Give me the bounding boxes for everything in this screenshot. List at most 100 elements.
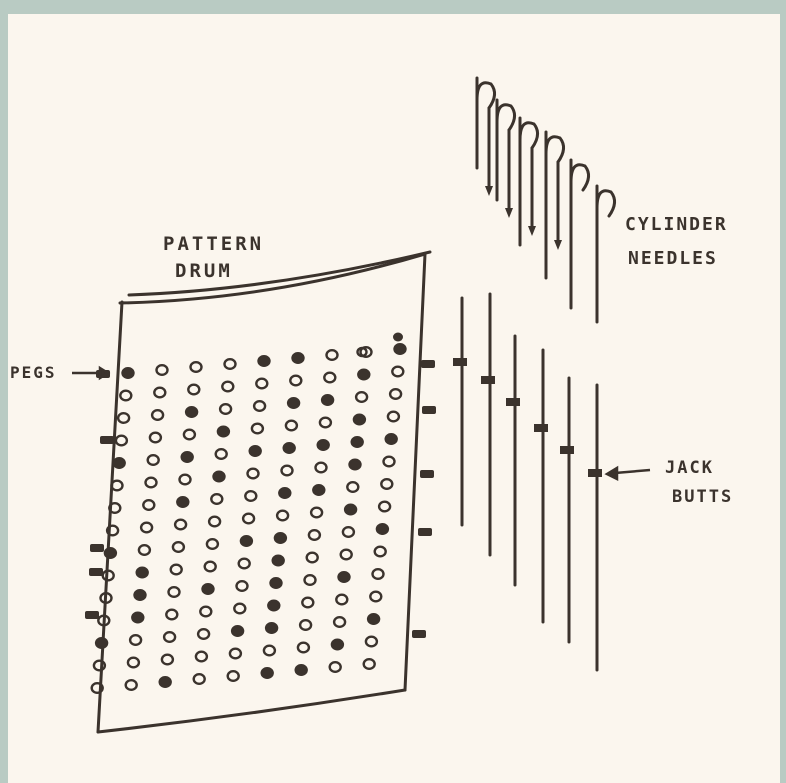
peg — [300, 620, 311, 630]
pattern-label-line1: PATTERN — [163, 233, 264, 255]
peg — [334, 617, 345, 627]
peg — [336, 595, 347, 605]
peg — [311, 508, 322, 518]
pegs-label: PEGS — [10, 363, 57, 382]
peg — [252, 424, 263, 434]
drum-left-edge — [98, 302, 122, 732]
peg — [262, 668, 273, 678]
butts-label-line2: BUTTS — [672, 487, 733, 507]
jack-butt — [453, 358, 467, 366]
peg — [218, 427, 229, 437]
peg — [198, 629, 209, 639]
peg — [388, 412, 399, 422]
peg — [341, 550, 352, 560]
peg — [180, 475, 191, 485]
peg — [237, 581, 248, 591]
peg — [350, 460, 361, 470]
drum-bottom-edge — [98, 690, 405, 732]
peg — [143, 500, 154, 510]
jacks-group — [453, 294, 602, 670]
peg — [128, 658, 139, 668]
peg — [392, 367, 403, 377]
peg — [366, 637, 377, 647]
peg — [157, 365, 168, 375]
peg — [139, 545, 150, 555]
peg — [232, 626, 243, 636]
peg — [358, 370, 369, 380]
peg — [175, 520, 186, 530]
peg — [120, 391, 131, 401]
peg — [347, 482, 358, 492]
peg — [239, 559, 250, 569]
peg — [266, 623, 277, 633]
peg — [358, 348, 367, 356]
peg — [94, 661, 105, 671]
peg — [220, 404, 231, 414]
peg — [305, 575, 316, 585]
pegs-grid — [92, 333, 406, 693]
peg — [203, 584, 214, 594]
peg — [216, 449, 227, 459]
peg — [171, 565, 182, 575]
needle-tip — [485, 186, 493, 196]
peg — [282, 466, 293, 476]
peg — [307, 553, 318, 563]
peg — [194, 674, 205, 684]
needle-hook — [597, 191, 615, 216]
peg — [207, 539, 218, 549]
peg — [191, 362, 202, 372]
peg — [96, 638, 107, 648]
peg — [256, 379, 267, 389]
peg — [290, 376, 301, 386]
peg — [279, 488, 290, 498]
jack-label-line1: JACK — [665, 458, 714, 478]
peg — [327, 350, 338, 360]
peg — [322, 395, 333, 405]
peg — [234, 604, 245, 614]
peg — [150, 433, 161, 443]
peg — [309, 530, 320, 540]
drum-top-edge — [120, 254, 425, 303]
side-peg — [100, 436, 114, 444]
peg — [200, 607, 211, 617]
peg — [135, 590, 146, 600]
peg — [205, 562, 216, 572]
jack-butt — [506, 398, 520, 406]
peg — [386, 434, 397, 444]
peg — [177, 497, 188, 507]
peg — [268, 601, 279, 611]
peg — [250, 446, 261, 456]
peg — [390, 389, 401, 399]
peg — [196, 652, 207, 662]
peg — [275, 533, 286, 543]
peg — [302, 598, 313, 608]
peg — [370, 592, 381, 602]
peg — [230, 649, 241, 659]
peg — [154, 388, 165, 398]
side-peg — [90, 544, 104, 552]
peg — [225, 359, 236, 369]
peg — [324, 373, 335, 383]
peg — [264, 646, 275, 656]
peg — [393, 333, 403, 342]
peg — [377, 524, 388, 534]
needle-hook — [520, 123, 538, 148]
peg — [356, 392, 367, 402]
peg — [146, 478, 157, 488]
peg — [343, 527, 354, 537]
peg — [148, 455, 159, 465]
peg — [277, 511, 288, 521]
peg — [354, 415, 365, 425]
arrow-right-icon — [72, 368, 108, 378]
peg — [332, 640, 343, 650]
side-peg — [85, 611, 99, 619]
peg — [209, 517, 220, 527]
peg — [152, 410, 163, 420]
peg — [330, 662, 341, 672]
peg — [364, 659, 375, 669]
peg — [320, 418, 331, 428]
needle-hook — [571, 165, 589, 190]
peg — [160, 677, 171, 687]
peg — [284, 443, 295, 453]
